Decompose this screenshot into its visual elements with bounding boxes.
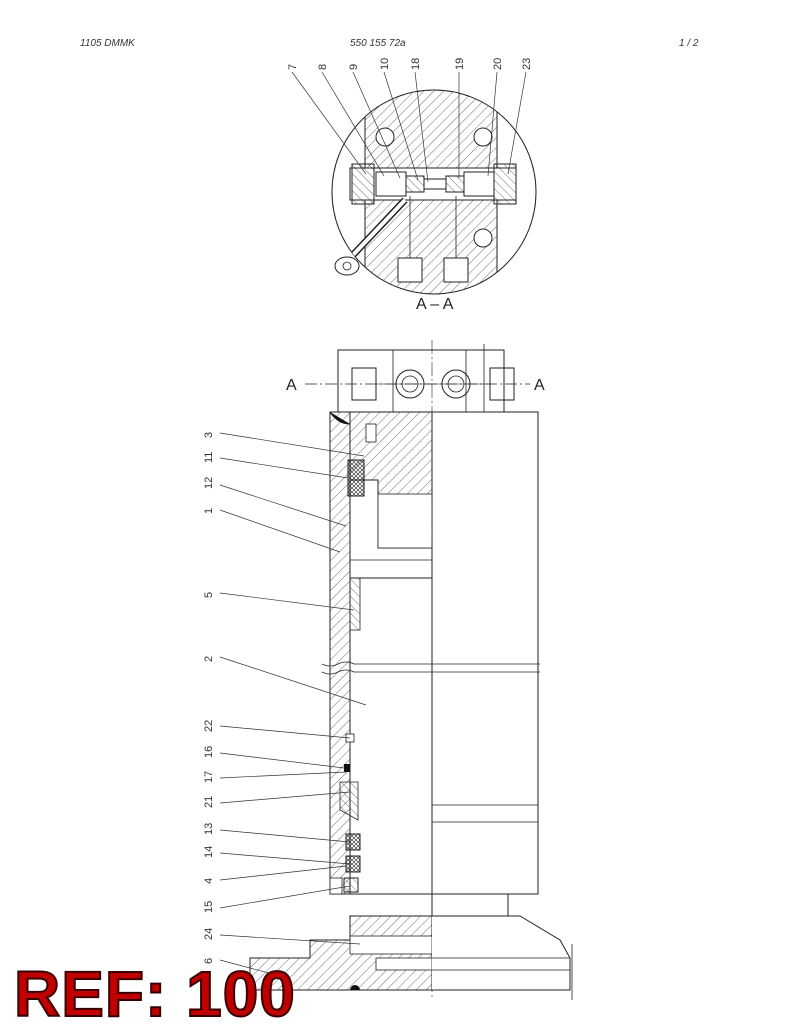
- header-part-number: 550 155 72a: [350, 38, 406, 49]
- detail-callout-7: 7: [287, 64, 299, 70]
- detail-callout-8: 8: [317, 64, 329, 70]
- callout-17: 17: [203, 771, 215, 783]
- callout-24: 24: [203, 928, 215, 940]
- detail-callout-10: 10: [379, 58, 391, 70]
- header-doc-id: 1105 DMMK: [80, 38, 135, 49]
- callout-1: 1: [203, 508, 215, 514]
- callout-6: 6: [203, 958, 215, 964]
- callout-5: 5: [203, 592, 215, 598]
- callout-12: 12: [203, 477, 215, 489]
- callout-22: 22: [203, 720, 215, 732]
- callout-4: 4: [203, 878, 215, 884]
- callout-16: 16: [203, 746, 215, 758]
- detail-callout-23: 23: [521, 58, 533, 70]
- section-mark-right: A: [534, 377, 545, 394]
- detail-callout-9: 9: [348, 64, 360, 70]
- main-view: A A: [203, 340, 573, 1000]
- section-mark-left: A: [286, 377, 297, 394]
- callout-13: 13: [203, 823, 215, 835]
- detail-callout-19: 19: [454, 58, 466, 70]
- section-title: A – A: [416, 296, 454, 313]
- callout-21: 21: [203, 796, 215, 808]
- callout-15: 15: [203, 901, 215, 913]
- detail-callout-18: 18: [410, 58, 422, 70]
- detail-callout-20: 20: [492, 58, 504, 70]
- callout-3: 3: [203, 432, 215, 438]
- detail-view: 7 8 9 10 18 19 20 23 A – A: [287, 58, 537, 313]
- ref-label: REF: 100: [13, 958, 296, 1030]
- callout-2: 2: [203, 656, 215, 662]
- callout-11: 11: [203, 452, 215, 463]
- callout-14: 14: [203, 846, 215, 858]
- header-page-number: 1 / 2: [679, 38, 699, 49]
